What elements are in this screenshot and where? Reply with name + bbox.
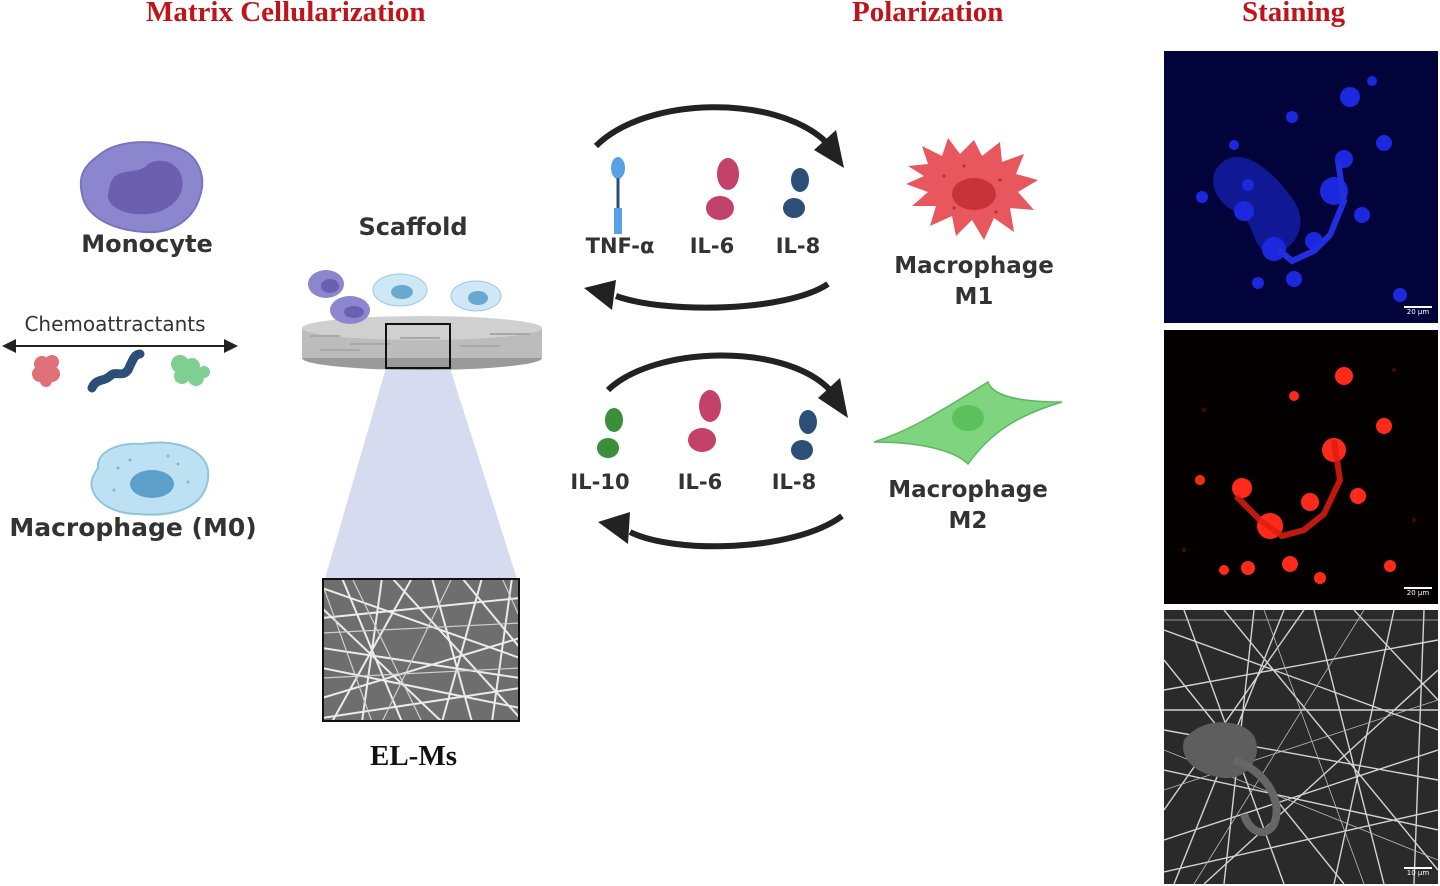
monocyte-cell-icon — [79, 141, 204, 234]
macrophage-m1-cell-icon — [906, 138, 1038, 240]
staining-title: Staining — [1242, 0, 1346, 28]
polarization-title: Polarization — [852, 0, 1004, 28]
macrophage-m0-cell-icon — [90, 441, 210, 516]
scaffold-diagram — [302, 270, 542, 582]
matrix-cellularization-title: Matrix Cellularization — [146, 0, 426, 28]
il8-bottom-icon — [791, 410, 817, 460]
cytokine-label-il6-top: IL-6 — [689, 234, 735, 258]
macrophage-m1-label-line2: M1 — [954, 284, 994, 310]
macrophage-m0-label: Macrophage (M0) — [9, 513, 257, 542]
chemoattractants-arrow-icon — [2, 339, 238, 393]
cytokine-label-il10: IL-10 — [570, 470, 630, 494]
il6-bottom-icon — [688, 390, 721, 452]
cytokine-label-il8-top: IL-8 — [775, 234, 821, 258]
monocyte-label: Monocyte — [81, 230, 213, 258]
macrophage-m2-label-line1: Macrophage — [888, 477, 1048, 503]
scalebar-blue: 20 µm — [1404, 306, 1432, 317]
cytokine-label-il8-bottom: IL-8 — [771, 470, 817, 494]
macrophage-m2-cell-icon — [873, 380, 1063, 466]
macrophage-m2-label-line2: M2 — [948, 508, 988, 534]
scalebar-red: 20 µm — [1404, 587, 1432, 598]
m1-cycle-arrows — [584, 104, 844, 311]
tnf-alpha-icon — [611, 157, 625, 234]
fiber-mesh-image — [322, 578, 520, 722]
cytokine-label-il6-bottom: IL-6 — [677, 470, 723, 494]
macrophage-m1-label-line1: Macrophage — [894, 253, 1054, 279]
il10-icon — [597, 408, 623, 458]
scalebar-sem: 10 µm — [1404, 867, 1432, 878]
el-ms-label: EL-Ms — [370, 740, 457, 772]
scaffold-label: Scaffold — [358, 213, 468, 241]
staining-panel-blue: 20 µm — [1164, 51, 1438, 323]
chemoattractants-label: Chemoattractants — [24, 312, 206, 336]
cytokine-label-tnf: TNF-α — [585, 234, 655, 258]
il8-top-icon — [783, 168, 809, 218]
m2-cycle-arrows — [598, 352, 848, 550]
staining-panel-red: 20 µm — [1164, 330, 1438, 604]
il6-top-icon — [706, 158, 739, 220]
staining-panel-sem: 10 µm — [1164, 610, 1438, 884]
